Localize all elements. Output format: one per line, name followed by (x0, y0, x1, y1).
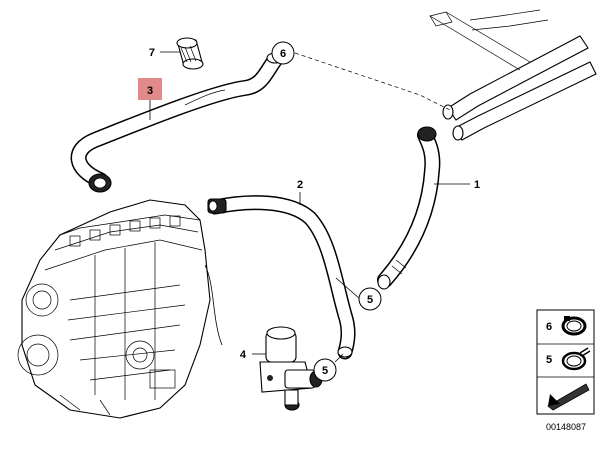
diagram-number: 00148087 (546, 422, 586, 432)
svg-text:6: 6 (546, 321, 552, 333)
callout-5-upper: 5 (358, 287, 382, 311)
hose-3 (70, 52, 284, 193)
svg-text:4: 4 (240, 349, 247, 361)
leader-lines (149, 51, 470, 363)
pipe-assembly (429, 9, 597, 141)
arrow-icon (540, 380, 591, 411)
svg-text:5: 5 (322, 365, 328, 377)
svg-text:3: 3 (147, 85, 153, 97)
legend-box: 6 5 (536, 309, 595, 415)
hose-1 (377, 126, 441, 290)
callout-7: 7 (149, 47, 155, 59)
part-4-valve (259, 326, 323, 411)
dashed-leader (294, 52, 451, 111)
callout-4: 4 (240, 349, 247, 361)
svg-text:2: 2 (297, 179, 303, 191)
callout-6: 6 (271, 41, 295, 65)
callout-2: 2 (297, 179, 303, 191)
legend-item-clamp-a: 6 (546, 316, 587, 336)
part-7-clamp (176, 37, 204, 70)
svg-text:6: 6 (280, 48, 286, 60)
hose-2 (207, 195, 356, 360)
legend-item-clamp-b: 5 (546, 347, 591, 371)
engine-block (17, 199, 223, 419)
svg-text:5: 5 (546, 354, 552, 366)
callout-5-lower: 5 (313, 358, 337, 382)
callout-3: 3 (138, 78, 162, 100)
svg-text:7: 7 (149, 47, 155, 59)
spring-clamp-icon (561, 347, 591, 371)
svg-text:5: 5 (367, 294, 373, 306)
hose-clamp-icon (561, 316, 587, 336)
svg-text:1: 1 (474, 179, 480, 191)
callout-1: 1 (474, 179, 480, 191)
